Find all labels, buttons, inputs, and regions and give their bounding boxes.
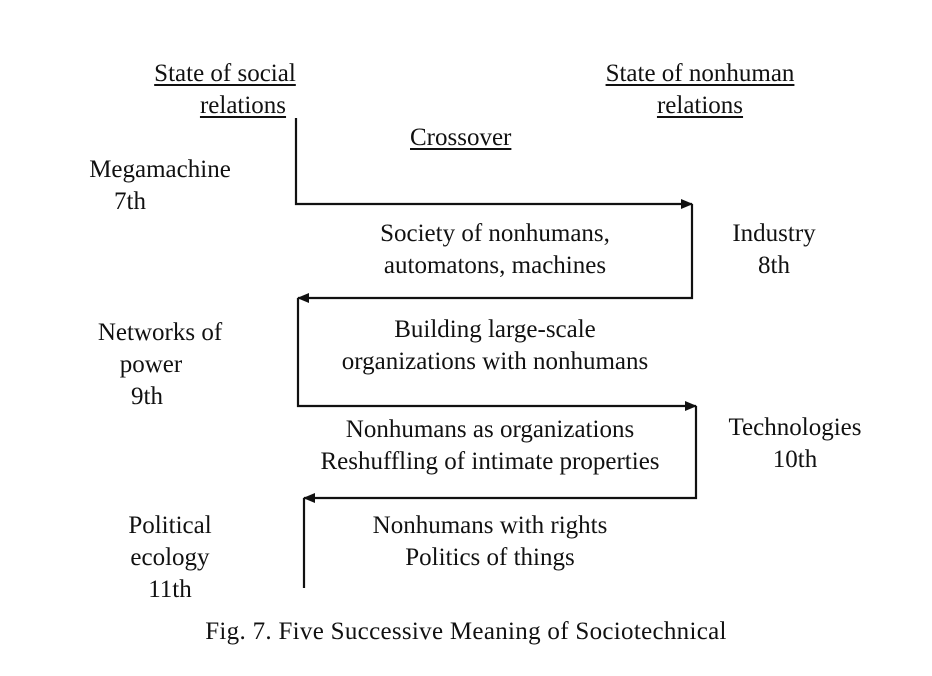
arrow-7th-to-8th — [294, 118, 693, 209]
figure-caption: Fig. 7. Five Successive Meaning of Socio… — [205, 618, 727, 645]
arrow-8th-to-9th — [297, 204, 694, 303]
label-political-ecology: Political ecology 11th — [128, 512, 212, 603]
header-social-relations: State of social relations — [154, 60, 296, 119]
label-society-of-nonhumans: Society of nonhumans, automatons, machin… — [380, 220, 610, 279]
label-technologies: Technologies 10th — [728, 414, 862, 473]
label-nonhumans-with-rights: Nonhumans with rights Politics of things — [372, 512, 608, 571]
label-megamachine: Megamachine 7th — [89, 156, 231, 215]
arrow-9th-to-10th — [296, 298, 697, 411]
label-networks-of-power: Networks of power 9th — [97, 319, 223, 410]
header-nonhuman-relations: State of nonhuman relations — [605, 60, 795, 119]
label-industry: Industry 8th — [732, 220, 816, 279]
header-crossover: Crossover — [410, 124, 512, 151]
label-nonhumans-as-organizations: Nonhumans as organizations Reshuffling o… — [320, 416, 660, 475]
arrow-10th-to-11th — [303, 406, 698, 503]
label-building-large-scale: Building large-scale organizations with … — [341, 316, 649, 375]
